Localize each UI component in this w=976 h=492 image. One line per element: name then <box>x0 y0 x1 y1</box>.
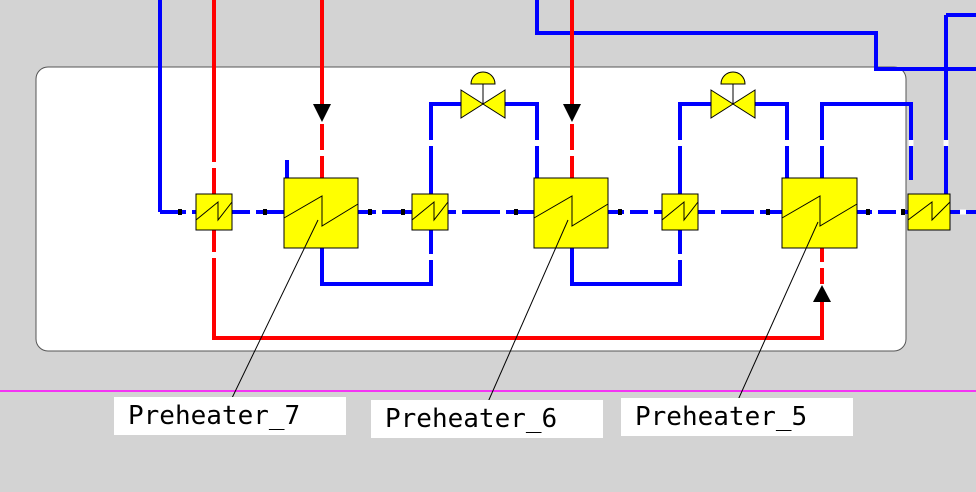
flow-arrow-ph5 <box>813 285 831 302</box>
leader-line-ph6 <box>487 219 569 403</box>
leader-line-ph7 <box>231 219 319 399</box>
steam-line-breaks <box>211 150 825 268</box>
joint-marks <box>178 209 905 215</box>
preheater-7-label: Preheater_7 <box>114 397 346 435</box>
extraction-steam-lines <box>212 0 824 340</box>
leader-line-ph5 <box>737 221 819 401</box>
preheater-7[interactable] <box>283 177 359 249</box>
flow-arrow-ph6 <box>563 104 581 122</box>
flow-arrow-ph7 <box>313 104 331 122</box>
flowsheet-panel <box>35 66 907 352</box>
ph5-bypass-pipe <box>678 102 711 194</box>
preheater-5[interactable] <box>781 177 858 249</box>
preheater-6-label: Preheater_6 <box>371 400 603 438</box>
drain-cooler-2[interactable] <box>411 193 449 231</box>
preheater-5-label: Preheater_5 <box>621 398 853 436</box>
drain-cooler-4[interactable] <box>907 193 951 231</box>
line-breaks <box>186 140 966 260</box>
drain-cooler-1[interactable] <box>195 193 233 231</box>
drain-cooler-3[interactable] <box>661 193 699 231</box>
drain-return-line <box>212 230 824 340</box>
preheater-6[interactable] <box>533 177 609 249</box>
ph6-bypass-pipe-2 <box>505 102 539 212</box>
control-valve-2[interactable] <box>710 71 756 119</box>
ph5-bypass-pipe-2 <box>755 102 789 212</box>
ph6-bypass-pipe <box>429 102 461 194</box>
top-right-pipe <box>535 0 976 71</box>
control-valve-1[interactable] <box>460 71 506 119</box>
